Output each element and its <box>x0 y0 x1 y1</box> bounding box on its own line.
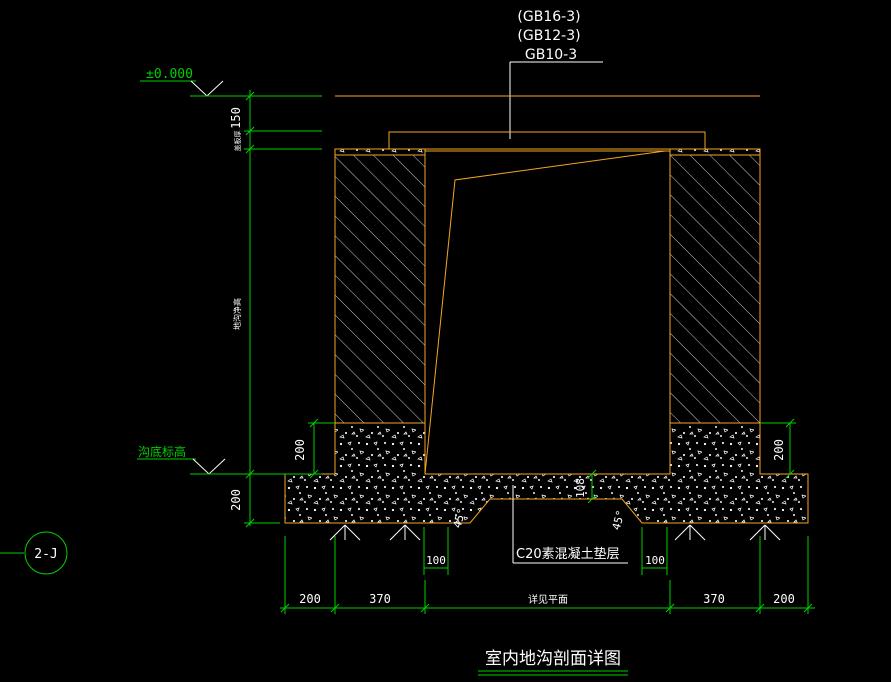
dim-bottom-3: 详见平面 <box>528 593 568 606</box>
dim-step-right: 100 <box>645 554 665 567</box>
level-zero-marker: ±0.000 <box>140 67 322 97</box>
cover-leader <box>509 61 603 139</box>
cover-label-1: (GB16-3) <box>517 9 580 25</box>
dim-bottom-4: 370 <box>703 592 725 606</box>
concrete-label: C20素混凝土垫层 <box>516 546 620 562</box>
ground-ticks <box>329 524 781 541</box>
trench-bottom-marker: 沟底标高 <box>137 444 270 475</box>
dim-150: 150 <box>229 107 243 129</box>
grid-bubble: 2-J <box>0 531 68 575</box>
cover-labels: (GB16-3) (GB12-3) GB10-3 <box>517 9 580 63</box>
cover-leaf <box>424 150 666 475</box>
dim-base: 200 <box>229 489 243 511</box>
slope-center-dim <box>587 469 597 504</box>
dim-cover: 盖板厚 <box>233 131 242 152</box>
screed-left <box>334 148 426 156</box>
angle-left: 45° <box>451 507 469 530</box>
level-zero-label: ±0.000 <box>146 67 193 82</box>
dim-step-left: 100 <box>426 554 446 567</box>
wall-left <box>334 154 426 424</box>
screed-right <box>669 148 761 156</box>
step-dims <box>423 527 668 575</box>
bottom-dimension <box>280 536 815 614</box>
dim-left-side-200: 200 <box>293 439 307 461</box>
angle-right: 45° <box>610 509 628 532</box>
wall-right <box>669 154 761 424</box>
concrete-leader <box>512 485 628 564</box>
concrete-base <box>284 422 809 524</box>
trench-bottom-label: 沟底标高 <box>138 444 186 459</box>
right-side-dim <box>760 418 796 479</box>
dim-bottom-2: 370 <box>369 592 391 606</box>
dim-right-side-200: 200 <box>772 439 786 461</box>
left-dimension <box>244 90 322 528</box>
dim-bottom-1: 200 <box>299 592 321 606</box>
left-side-dim <box>308 418 335 479</box>
dim-108: 108 <box>574 478 587 498</box>
grid-bubble-label: 2-J <box>34 547 57 562</box>
cover-label-2: (GB12-3) <box>517 28 580 44</box>
drawing-title: 室内地沟剖面详图 <box>485 649 621 669</box>
cover-plate <box>388 131 706 150</box>
cover-label-3: GB10-3 <box>525 47 577 63</box>
dim-clear-depth: 地沟净高 <box>232 298 242 330</box>
dim-bottom-5: 200 <box>773 592 795 606</box>
